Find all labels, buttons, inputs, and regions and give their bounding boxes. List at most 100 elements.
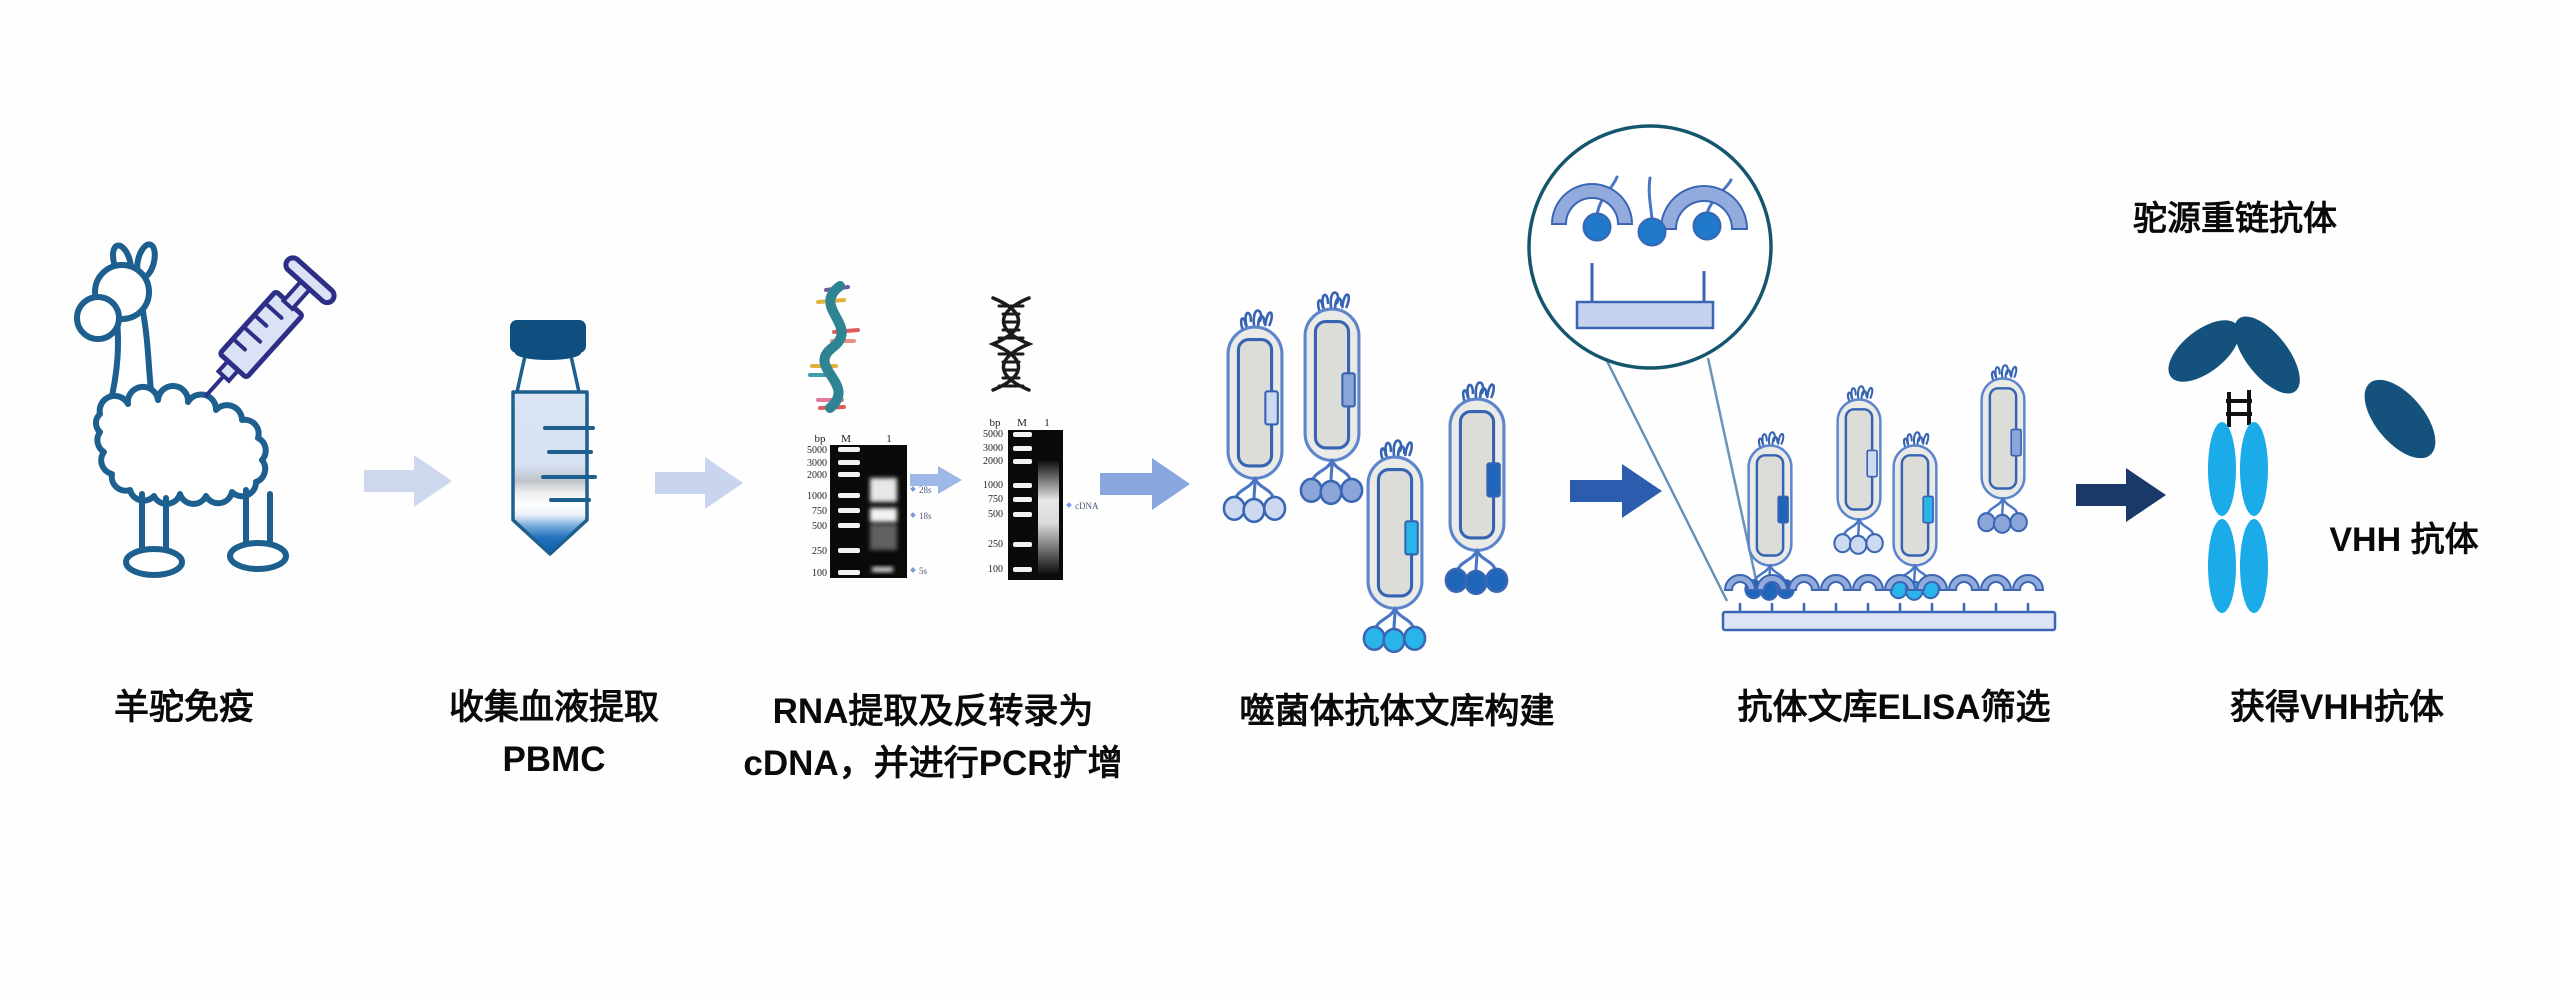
svg-text:2000: 2000 (807, 470, 827, 481)
gel2-band-annotation: cDNA (1066, 501, 1099, 511)
rna-ribbon (819, 281, 847, 413)
gel2-ladder-labels: 5000 3000 2000 1000 750 500 250 100 (983, 429, 1003, 575)
svg-text:2000: 2000 (983, 456, 1003, 467)
svg-text:500: 500 (988, 509, 1003, 520)
vhh-domain-left (2168, 320, 2240, 382)
gel1-marker-bands (838, 447, 860, 575)
arrow-step3-step4 (1100, 458, 1190, 510)
gel1-header-sample: 1 (886, 433, 892, 445)
tube-cap (510, 320, 586, 353)
gel1-band-annotations: 28s 18s 5s (910, 485, 932, 576)
gel1-ladder-labels: 5000 3000 2000 1000 750 500 250 100 (807, 445, 827, 579)
step-label-immunization: 羊驼免疫 (113, 688, 255, 727)
constant-domain (2208, 519, 2236, 613)
step-label-vhh: 获得VHH抗体 (2230, 688, 2444, 727)
elisa-plate (1721, 573, 2057, 632)
vhh-domain-right (2234, 316, 2300, 394)
alpaca-leg-back (243, 487, 273, 551)
phage-icon (1833, 385, 1885, 556)
arrow-gel1-gel2 (910, 466, 962, 494)
elisa-group (1527, 124, 2057, 632)
alpaca-hoof-front (123, 546, 185, 578)
tube-cap-lip (515, 346, 581, 360)
gel2-header-marker: M (1017, 417, 1027, 429)
constant-domain (2240, 422, 2268, 516)
svg-text:5000: 5000 (983, 429, 1003, 440)
svg-text:100: 100 (988, 564, 1003, 575)
arrow-step4-step5 (1570, 464, 1662, 518)
svg-text:750: 750 (812, 506, 827, 517)
svg-text:28s: 28s (919, 485, 932, 495)
alpaca-leg-front (139, 491, 169, 557)
constant-domain (2208, 422, 2236, 516)
step-label-pbmc: 收集血液提取 PBMC (449, 682, 659, 786)
antigen-cup (1550, 183, 1634, 225)
svg-text:250: 250 (812, 546, 827, 557)
constant-domain (2240, 519, 2268, 613)
magnifier-inset (1550, 175, 1749, 330)
arrow-step5-step6 (2076, 468, 2166, 522)
phage-icon (1299, 290, 1364, 506)
svg-text:3000: 3000 (983, 443, 1003, 454)
svg-text:3000: 3000 (807, 458, 827, 469)
gel2-sample-smear (1038, 460, 1059, 575)
hinge-ladder (2226, 390, 2252, 427)
phage-icon (1977, 364, 2029, 535)
alpaca-hoof-back (227, 540, 289, 572)
annotation-heavy-chain-antibody: 驼源重链抗体 (2133, 200, 2337, 238)
alpaca-body (92, 382, 269, 507)
gel1-header-marker: M (841, 433, 851, 445)
svg-text:5000: 5000 (807, 445, 827, 456)
dna-helix-icon (988, 296, 1034, 392)
step-label-rna-pcr: RNA提取及反转录为 cDNA，并进行PCR扩增 (743, 686, 1122, 790)
annotation-vhh-antibody: VHH 抗体 (2329, 521, 2479, 559)
gel-image-cdna: bp M 1 5000 3000 2000 1000 750 500 250 1… (983, 417, 1099, 580)
gel-image-rna: bp M 1 5000 3000 2000 1000 750 500 250 1… (807, 433, 932, 579)
step-label-pbmc-line1: 收集血液提取 (448, 688, 660, 727)
gel2-header-sample: 1 (1044, 417, 1050, 429)
svg-text:500: 500 (812, 521, 827, 532)
svg-text:100: 100 (812, 568, 827, 579)
gel1-sample-bands (870, 478, 897, 572)
phage-library-group (1222, 290, 1509, 654)
heavy-chain-antibody-icon (2168, 316, 2436, 613)
gel2-header-bp: bp (990, 417, 1002, 429)
alpaca-with-syringe-icon (74, 241, 337, 578)
tube-body (511, 390, 589, 556)
gel2-marker-bands (1013, 432, 1032, 572)
binder-ball (1637, 217, 1667, 247)
gel1-header-bp: bp (815, 433, 827, 445)
syringe-icon (204, 255, 337, 398)
magnifier-callout-line (1599, 348, 1729, 602)
svg-text:1000: 1000 (807, 491, 827, 502)
svg-text:5s: 5s (919, 566, 928, 576)
arrow-step2-step3 (655, 457, 743, 509)
svg-text:1000: 1000 (983, 480, 1003, 491)
phage-icon (1362, 438, 1427, 654)
binder-ball (1582, 212, 1612, 242)
phage-icon (1222, 308, 1287, 524)
tube-neck (515, 355, 581, 393)
rna-helix-icon (808, 281, 860, 413)
plate-bar (1721, 610, 2057, 632)
binder-ball (1692, 211, 1722, 241)
step-label-phage-library: 噬菌体抗体文库构建 (1239, 692, 1555, 731)
vhh-fragment (2364, 379, 2436, 459)
svg-text:750: 750 (988, 494, 1003, 505)
svg-text:cDNA: cDNA (1075, 501, 1099, 511)
centrifuge-tube-icon (510, 320, 597, 556)
svg-text:250: 250 (988, 539, 1003, 550)
magnifier-circle (1527, 124, 1773, 370)
svg-text:18s: 18s (919, 511, 932, 521)
antigen-cup (1659, 185, 1749, 230)
phage-icon (1444, 380, 1509, 596)
tube-graduations (541, 426, 597, 502)
step-label-rna-line1: RNA提取及反转录为 (772, 692, 1094, 731)
plate-surface (1575, 300, 1715, 330)
alpaca-cheek (74, 294, 122, 342)
arrow-step1-step2 (364, 455, 452, 507)
step-label-rna-line2: cDNA，并进行PCR扩增 (743, 744, 1123, 783)
step-label-pbmc-line2: PBMC (502, 740, 606, 779)
